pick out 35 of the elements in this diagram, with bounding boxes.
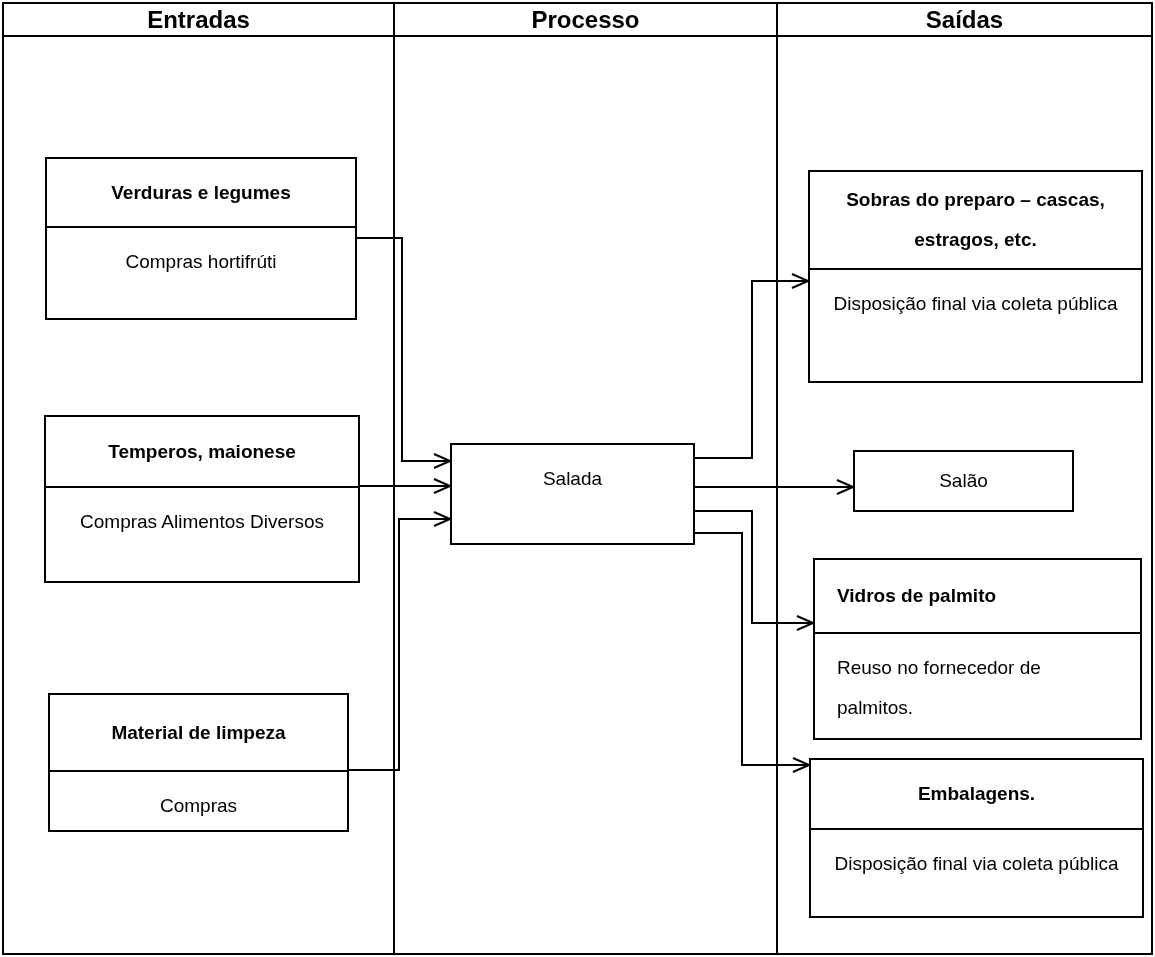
box-text: Salão — [939, 469, 988, 493]
arrow — [694, 532, 810, 773]
box-text: Disposição final via coleta pública — [833, 292, 1118, 316]
process-box — [44, 415, 360, 583]
box-heading: Sobras do preparo – cascas, estragos, etc. — [845, 188, 1106, 252]
box-heading: Verduras e legumes — [111, 180, 291, 205]
column-band — [2, 2, 395, 955]
arrow — [359, 478, 451, 494]
arrow — [356, 237, 451, 469]
column-heading: Entradas — [147, 6, 250, 34]
box-heading: Temperos, maionese — [108, 439, 296, 464]
process-box — [45, 157, 357, 320]
box-text: Salada — [542, 467, 603, 491]
box-text: Disposição final via coleta pública — [834, 852, 1119, 876]
process-box — [48, 693, 349, 832]
process-box — [853, 450, 1074, 512]
column-band — [395, 2, 778, 955]
process-box — [813, 558, 1142, 740]
column-heading: Processo — [531, 6, 640, 34]
arrow — [694, 273, 809, 459]
box-heading: Embalagens. — [917, 782, 1036, 806]
box-text: Compras Alimentos Diversos — [80, 510, 324, 534]
process-box — [809, 758, 1144, 918]
box-heading: Vidros de palmito — [837, 584, 997, 608]
arrow — [694, 479, 854, 495]
box-text: Compras — [159, 794, 238, 818]
arrow — [348, 511, 451, 771]
process-box — [450, 443, 695, 545]
column-band — [778, 2, 1153, 955]
column-heading: Saídas — [925, 6, 1004, 34]
process-box — [808, 170, 1143, 383]
box-text: Compras hortifrúti — [125, 250, 277, 274]
box-text: Reuso no fornecedor de palmitos. — [837, 656, 1042, 720]
arrow — [694, 510, 814, 631]
box-heading: Material de limpeza — [111, 720, 286, 745]
